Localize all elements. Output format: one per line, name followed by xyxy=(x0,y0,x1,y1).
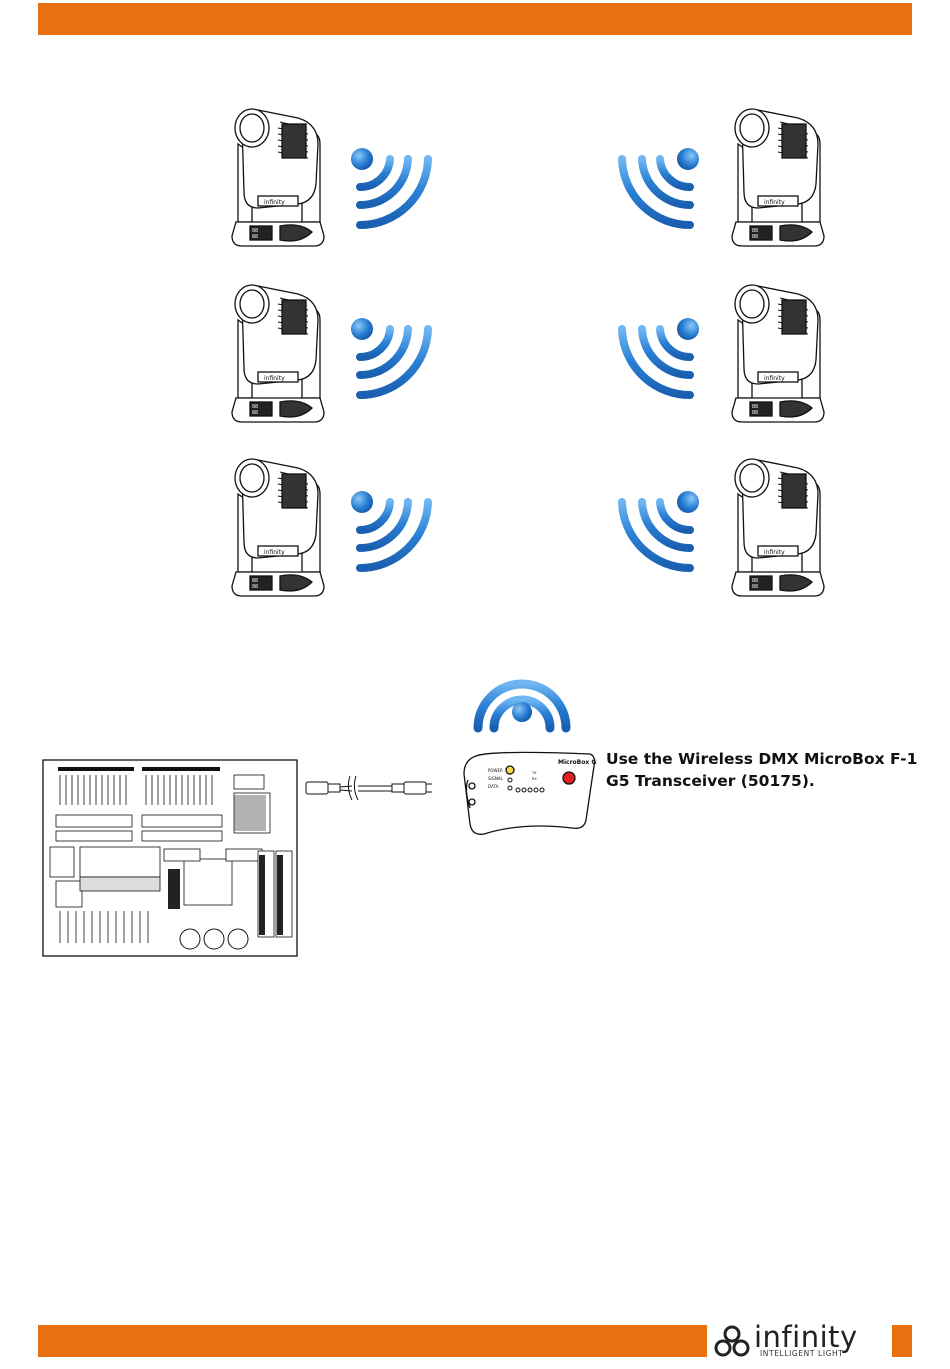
moving-head-fixture-icon xyxy=(728,280,828,425)
moving-head-fixture-icon xyxy=(228,280,328,425)
caption-line-1: Use the Wireless DMX MicroBox F-1 xyxy=(606,748,926,770)
svg-text:POWER: POWER xyxy=(488,768,503,773)
caption-line-2: G5 Transceiver (50175). xyxy=(606,770,926,792)
svg-text:RX: RX xyxy=(532,777,537,781)
wireless-signal-icon xyxy=(612,315,702,405)
moving-head-fixture-icon xyxy=(728,454,828,599)
footer-accent-bar-end xyxy=(892,1325,912,1357)
footer-accent-bar xyxy=(38,1325,707,1357)
header-accent-bar xyxy=(38,3,912,35)
dmx-console-icon xyxy=(42,759,298,957)
wireless-signal-icon xyxy=(348,145,438,235)
svg-text:TX: TX xyxy=(531,771,537,775)
microbox-transceiver-icon: MicroBox G5 POWER SIGNAL DATA TX RX xyxy=(462,750,597,836)
svg-text:SIGNAL: SIGNAL xyxy=(488,776,504,781)
wireless-signal-icon xyxy=(612,145,702,235)
broadcast-signal-icon xyxy=(470,656,574,736)
wireless-signal-icon xyxy=(348,488,438,578)
wireless-signal-icon xyxy=(348,315,438,405)
logo-tagline: INTELLIGENT LIGHT xyxy=(760,1349,843,1358)
moving-head-fixture-icon xyxy=(228,454,328,599)
instruction-caption: Use the Wireless DMX MicroBox F-1 G5 Tra… xyxy=(606,748,926,792)
infinity-logo: infinity INTELLIGENT LIGHT xyxy=(712,1322,888,1362)
wireless-signal-icon xyxy=(612,488,702,578)
moving-head-fixture-icon xyxy=(728,104,828,249)
svg-text:MicroBox G5: MicroBox G5 xyxy=(558,759,597,766)
moving-head-fixture-icon xyxy=(228,104,328,249)
svg-text:DATA: DATA xyxy=(488,784,499,789)
xlr-cable-icon xyxy=(300,772,435,804)
infinity-logo-icon xyxy=(712,1324,752,1358)
